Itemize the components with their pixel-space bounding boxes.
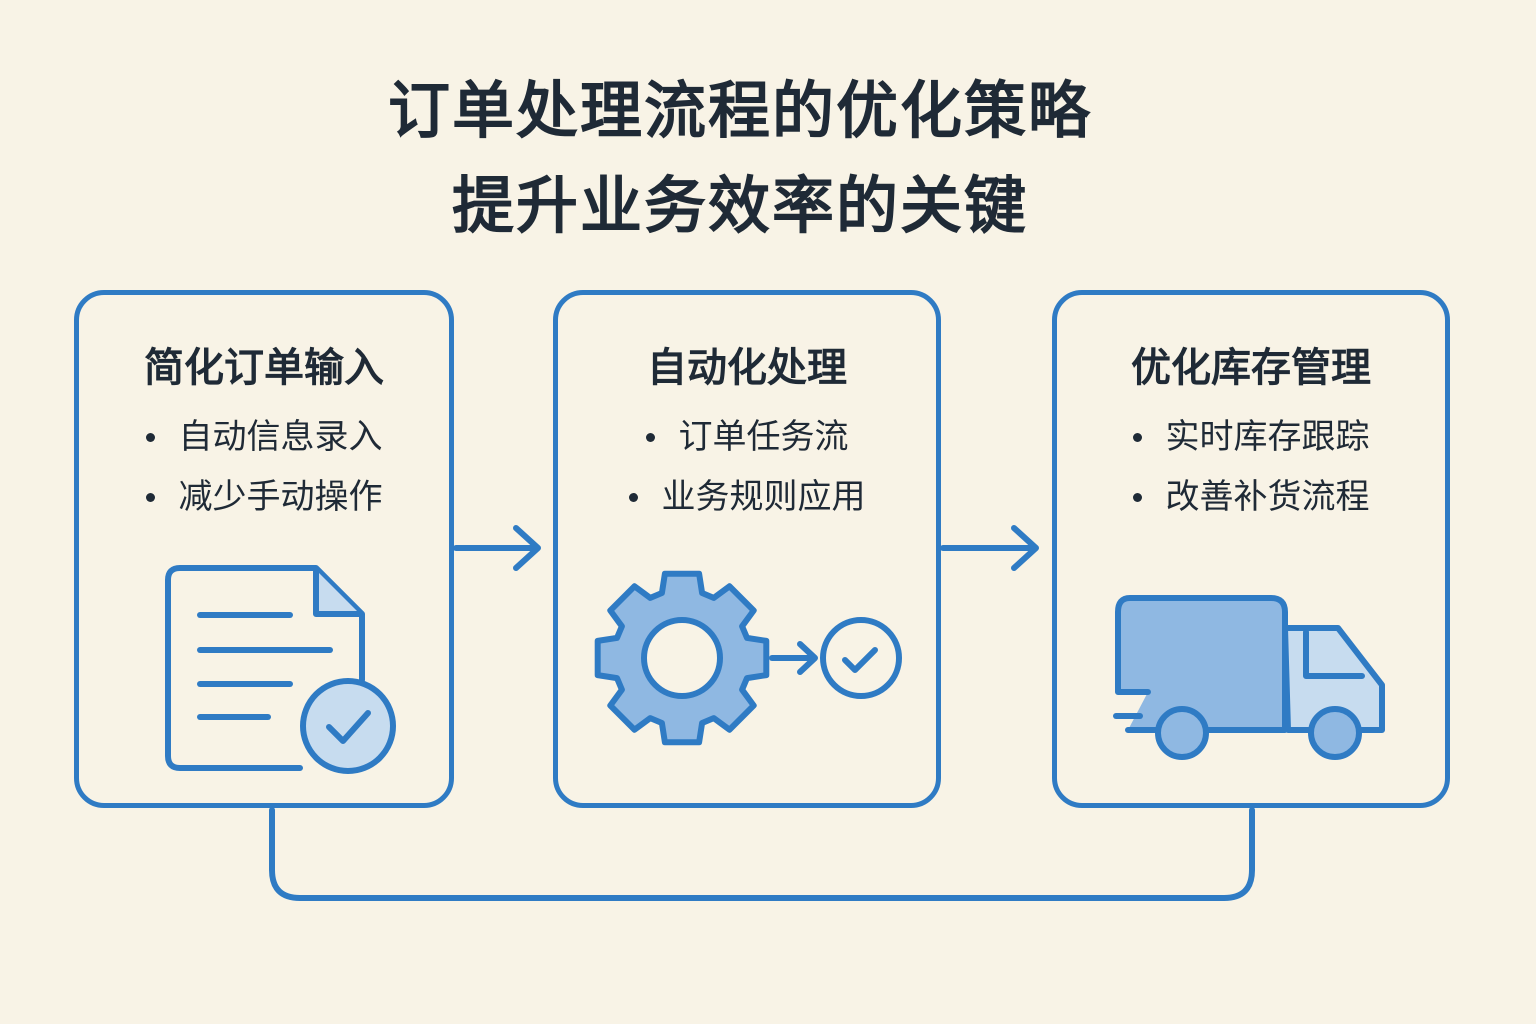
check-circle-icon bbox=[820, 617, 902, 699]
step-title: 优化库存管理 bbox=[1131, 345, 1371, 391]
bullet-item: 实时库存跟踪 bbox=[1057, 407, 1445, 467]
delivery-truck-icon bbox=[1113, 595, 1385, 760]
document-check-icon bbox=[165, 565, 396, 774]
loop-connector bbox=[269, 807, 1255, 901]
step-card-simplify-input: 简化订单输入 自动信息录入 减少手动操作 bbox=[74, 290, 454, 808]
bullet-item: 改善补货流程 bbox=[1057, 467, 1445, 527]
step-card-inventory: 优化库存管理 实时库存跟踪 改善补货流程 bbox=[1052, 290, 1450, 808]
arrow-1-to-2 bbox=[453, 525, 541, 571]
bullet-item: 业务规则应用 bbox=[558, 467, 936, 527]
step-title: 自动化处理 bbox=[647, 345, 847, 391]
arrow-2-to-3 bbox=[940, 525, 1039, 571]
gear-hole bbox=[641, 617, 723, 699]
gear-to-check-icon bbox=[594, 570, 902, 746]
title-line-1: 订单处理流程的优化策略 bbox=[387, 74, 1092, 147]
step-title: 简化订单输入 bbox=[144, 345, 384, 391]
bullet-item: 自动信息录入 bbox=[79, 407, 449, 467]
bullet-item: 订单任务流 bbox=[558, 407, 936, 467]
step-card-automation: 自动化处理 订单任务流 业务规则应用 bbox=[553, 290, 941, 808]
bullet-item: 减少手动操作 bbox=[79, 467, 449, 527]
title-line-2: 提升业务效率的关键 bbox=[451, 169, 1028, 242]
